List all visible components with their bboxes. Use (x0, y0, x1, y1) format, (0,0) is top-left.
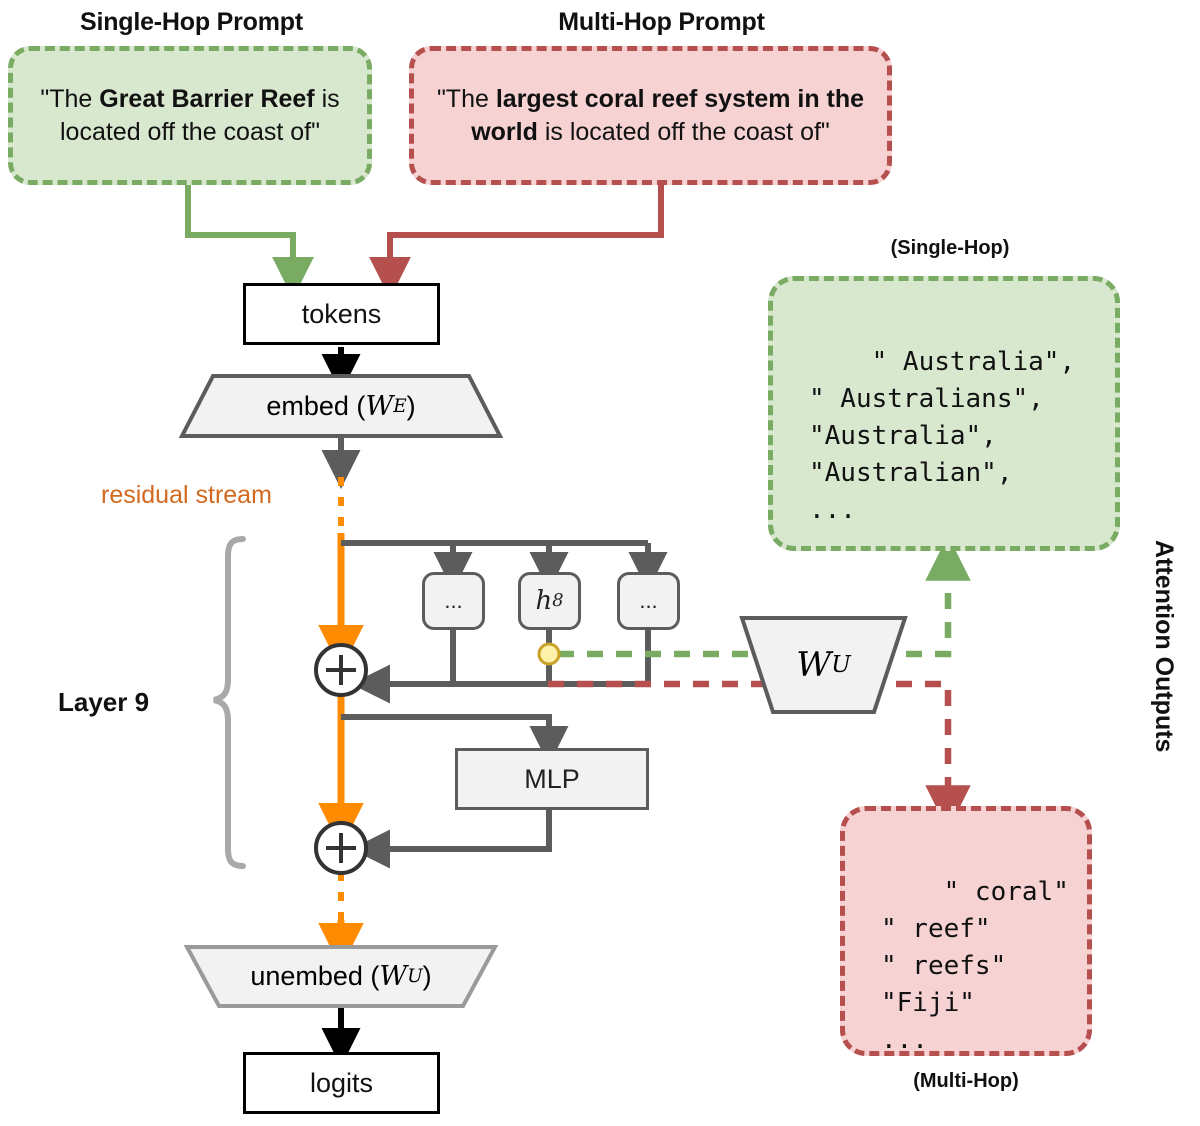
tokens-node: tokens (243, 283, 440, 345)
embed-label-symbol: W (365, 390, 394, 422)
unembed-label-subscript: U (407, 966, 423, 987)
wu-symbol: W (796, 645, 832, 685)
attention-outputs-label: Attention Outputs (1150, 540, 1178, 753)
embed-label-pre: embed ( (266, 390, 366, 421)
embed-label-post: ) (406, 390, 416, 421)
multi-hop-prompt-post: is located off the coast of" (537, 117, 830, 146)
mlp-node: MLP (455, 748, 649, 810)
residual-stream-label: residual stream (101, 481, 272, 509)
attention-head-left: ... (422, 572, 485, 630)
multi-hop-prompt-bold: largest coral reef system in the world (471, 85, 865, 146)
attention-head-h8-subscript: 8 (552, 591, 564, 611)
single-hop-output-text: " Australia", " Australians", "Australia… (809, 346, 1076, 525)
logits-label: logits (309, 1067, 374, 1098)
attention-head-right-label: ... (639, 588, 658, 613)
multi-hop-prompt-title: Multi-Hop Prompt (558, 8, 765, 36)
single-hop-output-caption: (Single-Hop) (890, 237, 1010, 259)
single-hop-prompt-box: "The Great Barrier Reef is located off t… (8, 46, 372, 185)
unembed-label-post: ) (422, 961, 432, 991)
single-hop-prompt-bold: Great Barrier Reef (99, 85, 315, 113)
wu-subscript: U (831, 652, 851, 678)
attention-outputs-label-wrapper: Attention Outputs (1150, 540, 1200, 860)
mlp-label: MLP (524, 763, 580, 794)
embed-label-subscript: E (393, 395, 407, 417)
h8-tap-node (537, 642, 561, 666)
unembed-label-pre: unembed ( (250, 961, 380, 991)
attention-head-right: ... (617, 572, 680, 630)
multi-hop-output-text: " coral" " reef" " reefs" "Fiji" ... (881, 876, 1069, 1055)
multi-hop-output-caption: (Multi-Hop) (913, 1070, 1019, 1092)
single-hop-prompt-text: "The Great Barrier Reef is located off t… (29, 83, 351, 148)
arrow-single-prompt-to-tokens (185, 184, 314, 299)
arrow-multi-prompt-to-tokens (369, 184, 664, 299)
layer-brace (213, 536, 246, 869)
mlp-to-plus2 (351, 810, 552, 869)
residual-add-circle-1 (314, 643, 368, 697)
single-hop-prompt-post: is located off the coast of" (60, 85, 340, 146)
residual-add-circle-2 (314, 821, 368, 875)
attention-head-h8-symbol: h (535, 586, 553, 616)
unembed-label-symbol: W (379, 961, 408, 992)
tokens-label: tokens (301, 298, 382, 329)
multi-hop-prompt-pre: "The (436, 85, 496, 113)
single-hop-prompt-pre: "The (40, 85, 100, 113)
logits-node: logits (243, 1052, 440, 1114)
multi-hop-output-box: " coral" " reef" " reefs" "Fiji" ... (840, 806, 1092, 1056)
multi-hop-prompt-box: "The largest coral reef system in the wo… (409, 46, 892, 185)
layer-9-label: Layer 9 (58, 687, 150, 717)
single-hop-output-box: " Australia", " Australians", "Australia… (768, 276, 1120, 551)
attention-head-left-label: ... (444, 588, 463, 613)
plus1-to-mlp-bus (341, 714, 569, 765)
multi-hop-prompt-text: "The largest coral reef system in the wo… (430, 83, 871, 148)
single-hop-prompt-title: Single-Hop Prompt (80, 8, 303, 36)
